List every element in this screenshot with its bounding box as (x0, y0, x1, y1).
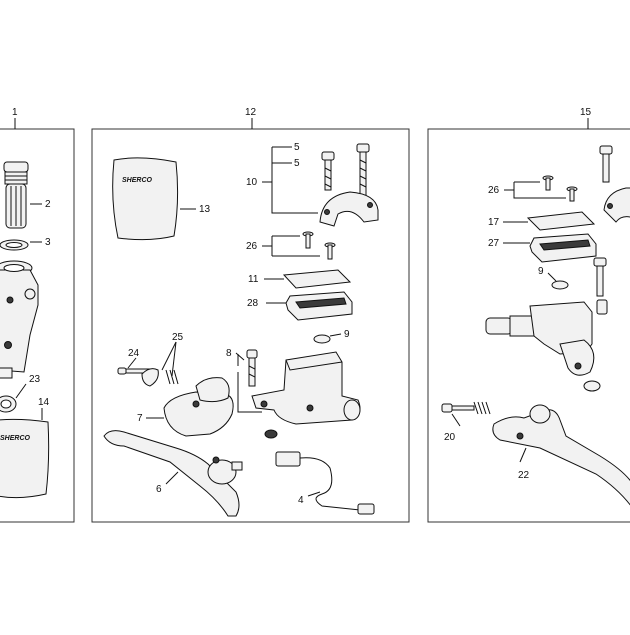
washer-9-right (551, 280, 569, 290)
callout-4: 4 (298, 495, 304, 506)
clamp-part (319, 191, 379, 227)
clutch-lever-part (492, 409, 630, 506)
bolt-right-mid (593, 257, 608, 315)
panel-left-frame (0, 128, 75, 523)
callout-8: 8 (226, 348, 232, 359)
screw-26-a (302, 231, 314, 249)
callout-24: 24 (128, 348, 140, 359)
master-cylinder-right (485, 301, 601, 392)
bolt-5-b (321, 151, 335, 191)
callout-9: 9 (344, 329, 350, 340)
callout-27: 27 (488, 238, 500, 249)
bag-logo-left: SHERCO (0, 435, 31, 442)
cover-17-part (526, 211, 596, 231)
bag-logo-center: SHERCO (122, 177, 153, 184)
callout-5-a: 5 (294, 142, 300, 153)
master-cylinder-center (251, 351, 361, 425)
lever-housing-part (163, 391, 234, 437)
callout-11: 11 (248, 274, 259, 285)
bag-part-left (0, 418, 50, 499)
bag-part-center (112, 157, 179, 241)
panel-right: 15 26 17 27 9 (427, 107, 630, 523)
callout-26-right: 26 (488, 185, 500, 196)
callout-28: 28 (247, 298, 259, 309)
nut-part (264, 429, 278, 439)
panel-left: 1 2 3 23 S (0, 107, 75, 523)
callout-13: 13 (199, 204, 211, 215)
panel-center-title: 12 (245, 107, 257, 118)
bolt-5-a (356, 143, 370, 197)
callout-2: 2 (45, 199, 51, 210)
clamp-right-part (603, 187, 630, 223)
callout-26: 26 (246, 241, 258, 252)
callout-17: 17 (488, 217, 500, 228)
spring-part (165, 369, 179, 385)
callout-6: 6 (156, 484, 162, 495)
master-cylinder-body (0, 260, 39, 379)
bolt-8-part (246, 349, 258, 387)
panel-right-title: 15 (580, 107, 592, 118)
callout-20: 20 (444, 432, 456, 443)
reservoir-cap-part (3, 161, 29, 229)
callout-10: 10 (246, 177, 258, 188)
callout-3: 3 (45, 237, 51, 248)
panel-center: 12 SHERCO 13 5 5 10 26 (91, 107, 410, 523)
callout-9-right: 9 (538, 266, 544, 277)
callout-14: 14 (38, 397, 50, 408)
panel-left-title: 1 (12, 107, 18, 118)
screw-26-b (324, 242, 336, 260)
panel-center-frame (91, 128, 410, 523)
callout-23: 23 (29, 374, 41, 385)
callout-7: 7 (137, 413, 143, 424)
panel-right-frame (427, 128, 630, 523)
bolt-right-top (599, 145, 613, 183)
boot-25-part (141, 368, 159, 387)
washer-9-part (313, 334, 331, 344)
callout-5-b: 5 (294, 158, 300, 169)
callout-25: 25 (172, 332, 184, 343)
bracket-10 (271, 147, 318, 214)
pushrod-20-part (441, 401, 491, 415)
brake-switch-part (275, 451, 375, 515)
reservoir-cover-part (282, 269, 352, 289)
callout-22: 22 (518, 470, 530, 481)
